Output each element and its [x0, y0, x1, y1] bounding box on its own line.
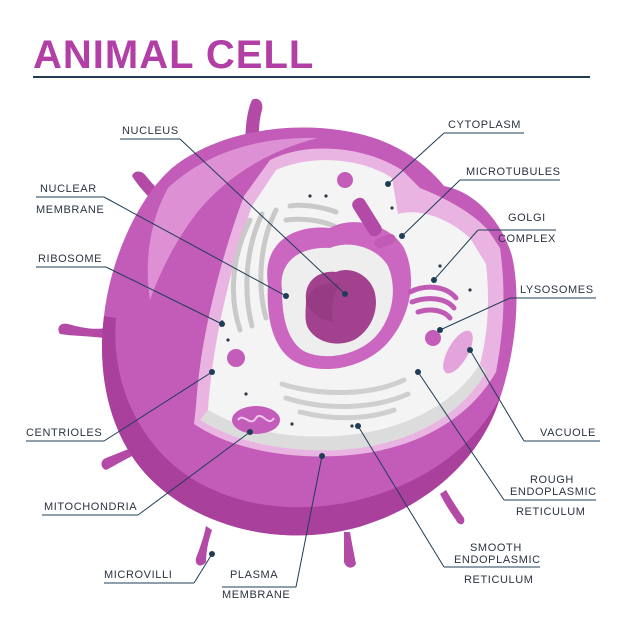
cell-illustration	[58, 98, 517, 568]
label-nucleus: NUCLEUS	[122, 125, 179, 137]
label-vacuole: VACUOLE	[540, 427, 596, 439]
label-plasma-membrane-2: MEMBRANE	[222, 589, 290, 601]
label-cytoplasm: CYTOPLASM	[448, 119, 521, 131]
lysosome-shape	[425, 330, 441, 346]
microtubule-shape	[352, 197, 396, 249]
smooth-er-shape	[279, 377, 411, 421]
label-lysosomes: LYSOSOMES	[520, 284, 594, 296]
labels: NUCLEUS NUCLEAR MEMBRANE RIBOSOME CENTRI…	[26, 119, 597, 601]
label-microvilli: MICROVILLI	[104, 569, 172, 581]
label-plasma-membrane-1: PLASMA	[230, 569, 278, 581]
label-microtubules: MICROTUBULES	[466, 166, 561, 178]
label-mitochondria: MITOCHONDRIA	[44, 501, 137, 513]
label-rough-er-3: RETICULUM	[516, 506, 586, 518]
label-rough-er-2: ENDOPLASMIC	[510, 486, 597, 498]
rough-er-shape	[231, 202, 339, 333]
label-nuclear-membrane-1: NUCLEAR	[40, 183, 97, 195]
membrane-highlight	[147, 137, 318, 300]
label-ribosome: RIBOSOME	[38, 253, 102, 265]
label-centrioles: CENTRIOLES	[26, 427, 102, 439]
leader-lines	[26, 132, 600, 588]
label-nuclear-membrane-2: MEMBRANE	[36, 204, 104, 216]
label-rough-er-1: ROUGH	[530, 474, 574, 486]
vacuole-shape	[443, 330, 473, 374]
label-smooth-er-1: SMOOTH	[470, 542, 522, 554]
label-smooth-er-3: RETICULUM	[464, 574, 534, 586]
sphere-top	[337, 172, 353, 188]
label-golgi-1: GOLGI	[508, 212, 546, 224]
sphere-left	[227, 349, 245, 367]
label-golgi-2: COMPLEX	[498, 233, 556, 245]
page-title: ANIMAL CELL	[33, 33, 314, 77]
mitochondrion-shape	[232, 406, 280, 434]
golgi-shape	[407, 284, 459, 321]
label-smooth-er-2: ENDOPLASMIC	[454, 554, 541, 566]
